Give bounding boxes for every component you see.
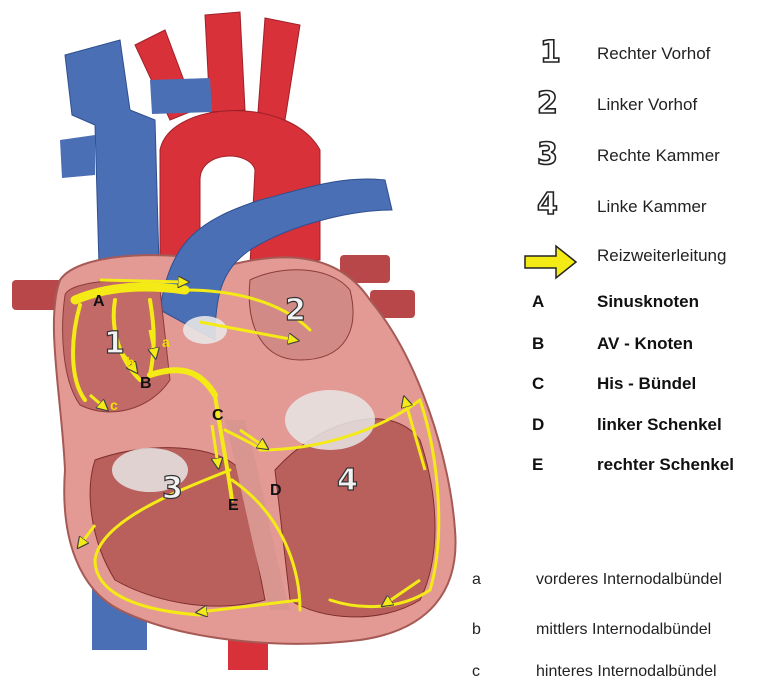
legend-node-linker-schenkel: linker Schenkel [597,415,722,435]
legend-chamber-4: Linke Kammer [597,197,707,217]
legend-path-hinteres: hinteres Internodalbündel [536,663,717,681]
legend-num-3: 3 [537,140,558,170]
node-label-a: A [93,293,105,310]
legend-path-letter-a: a [472,571,481,589]
node-label-d: D [270,482,282,499]
legend-num-1: 1 [540,38,561,68]
path-label-c: c [110,397,118,413]
node-label-c: C [212,407,224,424]
legend-path-letter-b: b [472,621,481,639]
node-label-b: B [140,375,152,392]
legend-node-rechter-schenkel: rechter Schenkel [597,455,734,475]
legend-path-vorderes: vorderes Internodalbündel [536,571,722,589]
chamber-label-4: 4 [337,463,358,498]
legend-arrow-label: Reizweiterleitung [597,246,726,266]
legend-chamber-2: Linker Vorhof [597,95,697,115]
legend-path-mittlers: mittlers Internodalbündel [536,621,711,639]
legend-chamber-1: Rechter Vorhof [597,44,710,64]
chamber-label-1: 1 [104,326,125,361]
legend-letter-e: E [532,455,543,475]
path-label-a: a [162,334,170,350]
legend-arrow-icon [525,246,576,278]
path-label-b: b [126,354,135,370]
legend-node-sinusknoten: Sinusknoten [597,292,699,312]
legend-letter-b: B [532,334,544,354]
node-label-e: E [228,497,239,514]
legend-letter-a: A [532,292,544,312]
legend-path-letter-c: c [472,663,480,681]
legend-node-his-buendel: His - Bündel [597,374,696,394]
legend-letter-c: C [532,374,544,394]
chamber-label-3: 3 [162,471,183,506]
legend-num-4: 4 [537,190,558,220]
legend-node-av-knoten: AV - Knoten [597,334,693,354]
legend-num-2: 2 [537,89,558,119]
legend-letter-d: D [532,415,544,435]
chamber-label-2: 2 [285,293,306,328]
legend-chamber-3: Rechte Kammer [597,146,720,166]
